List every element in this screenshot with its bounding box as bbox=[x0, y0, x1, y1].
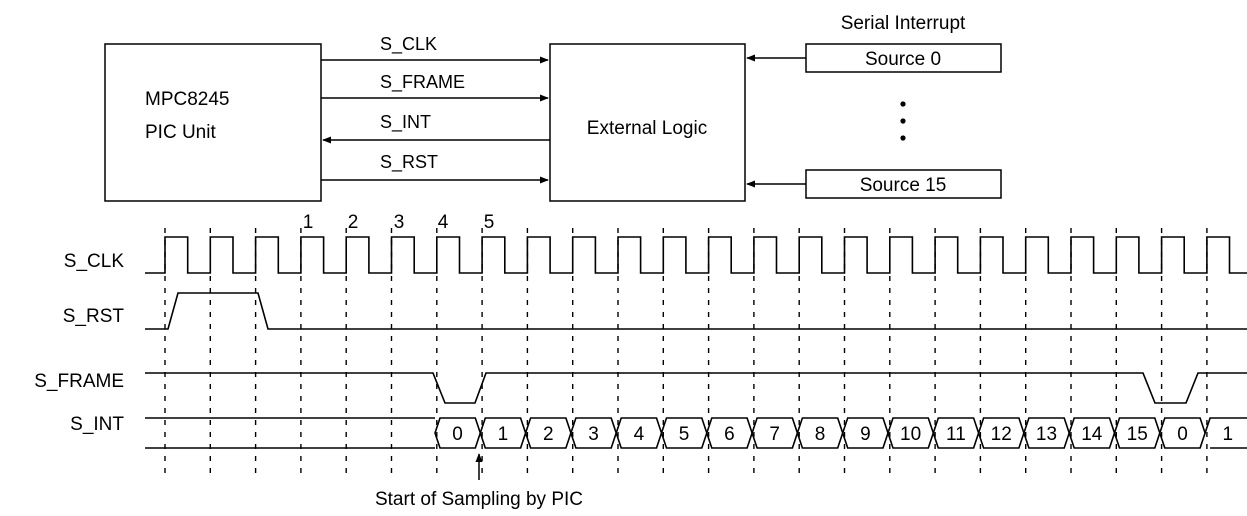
source-0-label: Source 0 bbox=[865, 49, 941, 70]
s-int-slot bbox=[1204, 417, 1247, 449]
s-int-slot-label: 15 bbox=[1127, 424, 1148, 445]
serial-interrupt-title: Serial Interrupt bbox=[841, 13, 966, 34]
timing-label-s-clk: S_CLK bbox=[64, 251, 125, 272]
s-rst-waveform bbox=[145, 292, 1247, 330]
source-15-label: Source 15 bbox=[860, 175, 947, 196]
bus-s-clk: S_CLK bbox=[321, 34, 549, 64]
s-int-slot-label: 0 bbox=[1177, 424, 1188, 445]
s-frame-waveform bbox=[145, 372, 1247, 404]
clock-number-1: 1 bbox=[303, 212, 314, 233]
s-int-slot-label: 10 bbox=[900, 424, 921, 445]
s-int-slot-label: 3 bbox=[588, 424, 599, 445]
s-clk-waveform bbox=[145, 236, 1247, 274]
clock-number-4: 4 bbox=[438, 212, 449, 233]
bus-s-rst: S_RST bbox=[321, 152, 549, 184]
external-logic-box bbox=[549, 43, 746, 202]
clock-number-3: 3 bbox=[394, 212, 405, 233]
s-int-slot-label: 4 bbox=[634, 424, 645, 445]
ellipsis-dot bbox=[900, 135, 906, 141]
bus-label-s-int: S_INT bbox=[380, 112, 431, 133]
s-int-slot-label: 5 bbox=[679, 424, 690, 445]
s-int-slot-label: 2 bbox=[543, 424, 554, 445]
bus-s-int: S_INT bbox=[322, 112, 550, 144]
s-int-slot-label: 14 bbox=[1081, 424, 1103, 445]
s-int-slot-label: 0 bbox=[452, 424, 463, 445]
s-int-slot-label: 6 bbox=[724, 424, 735, 445]
timing-label-s-frame: S_FRAME bbox=[34, 371, 124, 392]
pic-unit-box bbox=[104, 43, 322, 202]
external-logic-label: External Logic bbox=[587, 118, 707, 139]
ellipsis-dot bbox=[900, 118, 906, 124]
timing-label-s-int: S_INT bbox=[70, 414, 124, 435]
bus-label-s-clk: S_CLK bbox=[380, 34, 437, 55]
ellipsis-dot bbox=[900, 101, 906, 107]
clock-number-2: 2 bbox=[348, 212, 359, 233]
bus-label-s-rst: S_RST bbox=[380, 152, 438, 173]
source-15-box bbox=[805, 169, 1002, 199]
s-int-idle bbox=[145, 417, 435, 449]
s-int-slot-label: 1 bbox=[1223, 424, 1234, 445]
s-int-slot-label: 8 bbox=[815, 424, 826, 445]
timing-label-s-rst: S_RST bbox=[63, 306, 125, 327]
s-int-slot-label: 13 bbox=[1036, 424, 1057, 445]
s-int-slot-label: 9 bbox=[860, 424, 871, 445]
clock-number-5: 5 bbox=[484, 212, 495, 233]
pic-unit-label-line2: PIC Unit bbox=[145, 122, 216, 143]
bus-label-s-frame: S_FRAME bbox=[380, 72, 465, 93]
sampling-annotation: Start of Sampling by PIC bbox=[375, 489, 583, 510]
pic-unit-label-line1: MPC8245 bbox=[145, 89, 230, 110]
source-0-box bbox=[805, 43, 1002, 73]
bus-s-frame: S_FRAME bbox=[321, 72, 549, 102]
s-int-slot-label: 12 bbox=[991, 424, 1012, 445]
s-int-slot-label: 11 bbox=[946, 424, 966, 445]
s-int-slot-label: 7 bbox=[769, 424, 780, 445]
s-int-slot-label: 1 bbox=[498, 424, 509, 445]
